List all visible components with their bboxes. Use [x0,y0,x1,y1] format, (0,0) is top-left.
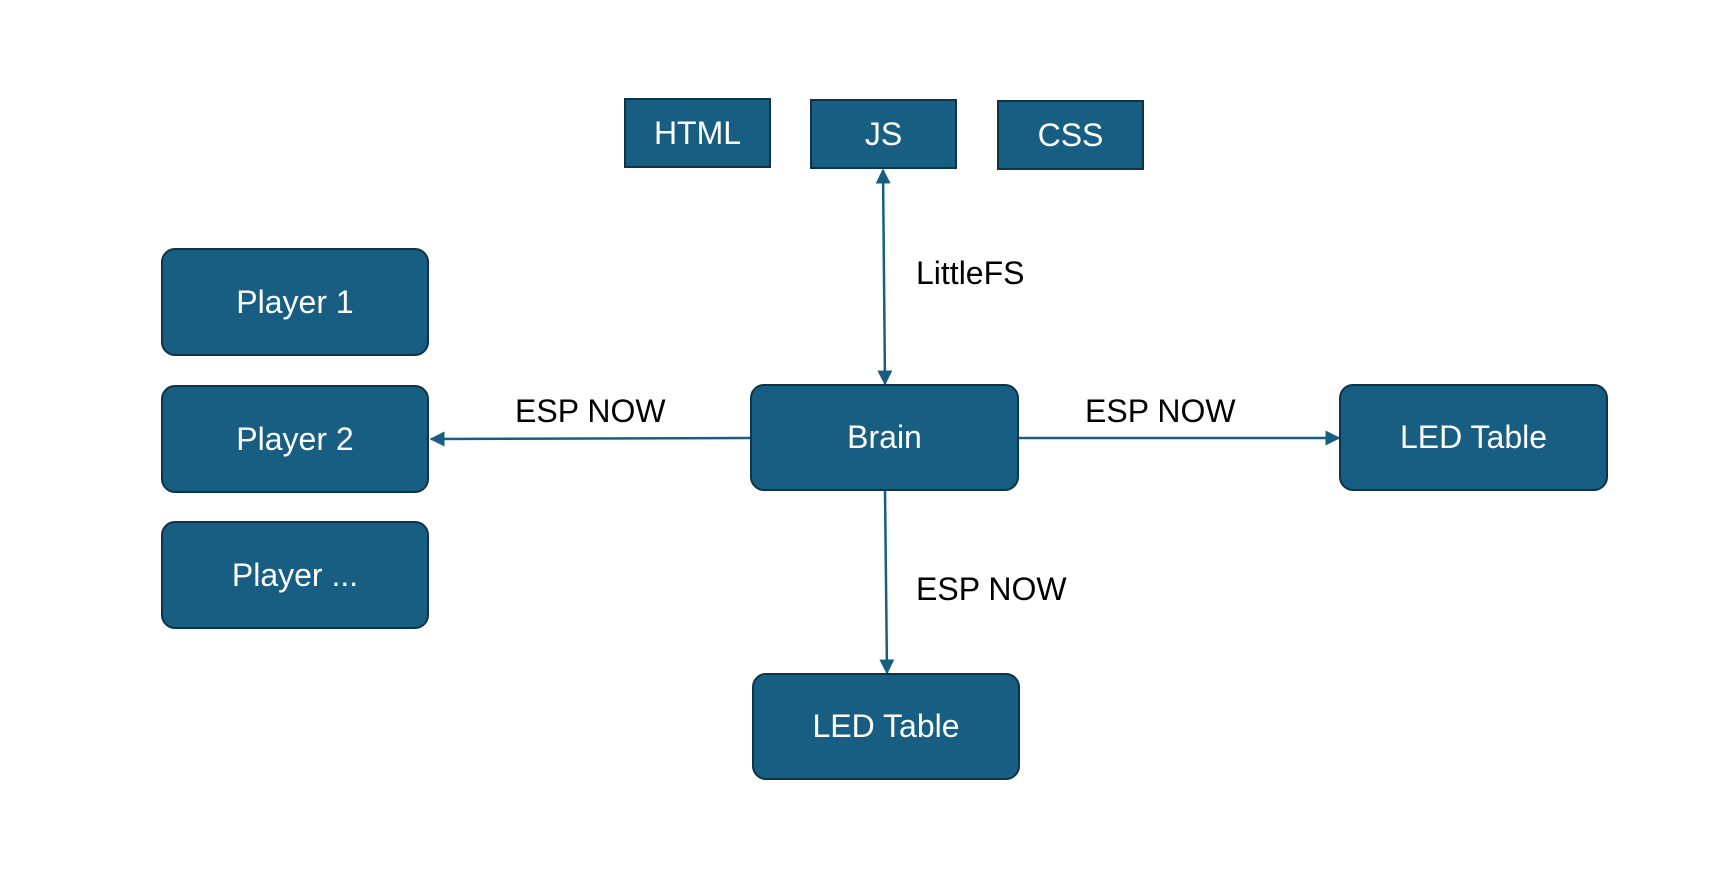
html-label: HTML [653,114,742,151]
littlefs-label: LittleFS [916,255,1025,291]
player-more-label: Player ... [231,556,359,593]
connector-js-brain [875,168,893,386]
html-box: HTML [624,98,771,168]
js-label: JS [864,115,903,152]
esp-now-led-right-label: ESP NOW [1085,393,1236,429]
player-1-box: Player 1 [161,248,429,356]
player-2-box: Player 2 [161,385,429,493]
led-table-right-label: LED Table [1399,419,1548,455]
brain-box: Brain [750,384,1019,491]
player-1-label: Player 1 [236,283,354,320]
led-table-right-box: LED Table [1339,384,1608,491]
esp-now-led-bottom-label: ESP NOW [916,571,1067,607]
led-table-bottom-box: LED Table [752,673,1020,780]
player-more-box: Player ... [161,521,429,629]
esp-now-players-label: ESP NOW [515,393,666,429]
brain-label: Brain [847,419,922,455]
led-table-bottom-label: LED Table [812,708,960,744]
css-box: CSS [997,100,1144,170]
connector-brain-player2 [429,431,751,447]
player-2-label: Player 2 [236,420,354,457]
js-box: JS [810,99,957,169]
connector-brain-led-bottom [879,490,895,675]
css-label: CSS [1037,116,1104,153]
